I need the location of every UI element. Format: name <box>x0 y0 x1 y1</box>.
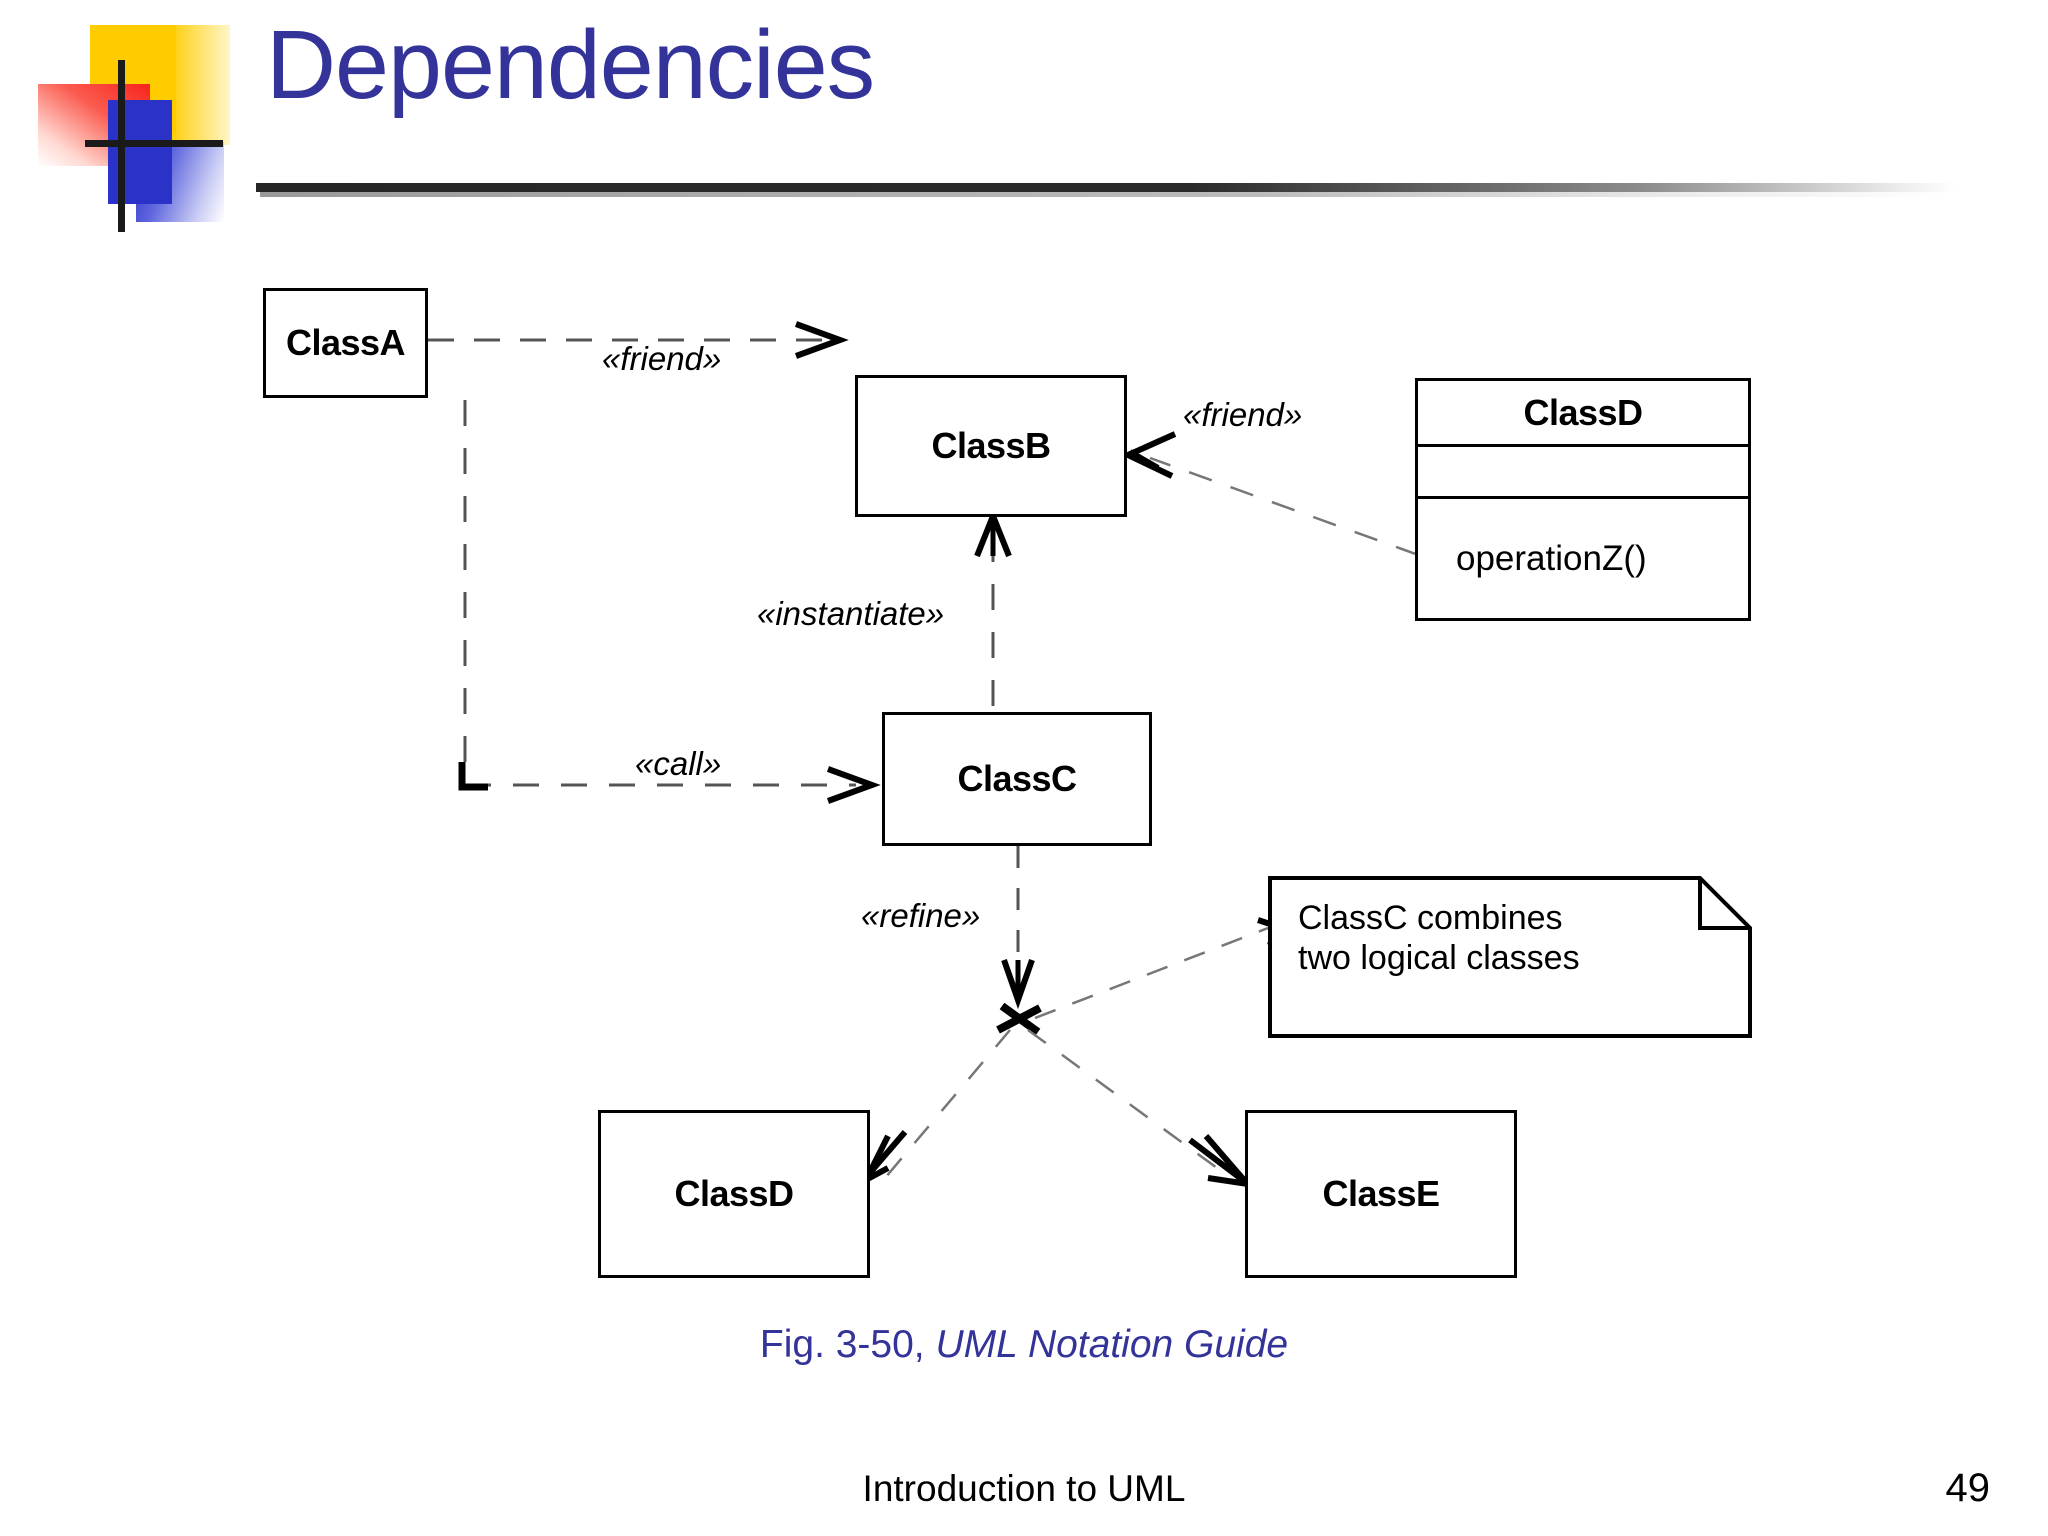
page-number: 49 <box>1945 1466 1991 1510</box>
operation-label: operationZ() <box>1456 538 1647 578</box>
class-attributes-compartment <box>1418 447 1748 499</box>
figure-caption-source: UML Notation Guide <box>935 1323 1289 1366</box>
logo-horizontal-bar <box>85 140 223 147</box>
uml-note[interactable]: ClassC combines two logical classes <box>1270 878 1750 1036</box>
edge-label-refine: «refine» <box>861 897 981 934</box>
uml-class-classC[interactable]: ClassC <box>882 712 1152 846</box>
class-operations-compartment: operationZ() <box>1418 499 1748 618</box>
figure-caption-prefix: Fig. 3-50, <box>759 1323 936 1366</box>
class-name-label: ClassB <box>931 425 1051 466</box>
edge-label-instantiate: «instantiate» <box>757 595 945 632</box>
uml-class-classD-bottom[interactable]: ClassD <box>598 1110 870 1278</box>
slide-logo <box>30 12 260 232</box>
class-name-compartment: ClassD <box>1418 381 1748 447</box>
edge-label-friend-classA-classB: «friend» <box>602 340 722 377</box>
figure-caption: Fig. 3-50, UML Notation Guide <box>0 1323 2048 1367</box>
title-divider-shadow <box>260 192 1950 197</box>
class-name-label: ClassC <box>957 758 1077 799</box>
dependency-junction-to-classE <box>1027 1028 1250 1187</box>
uml-class-classE[interactable]: ClassE <box>1245 1110 1517 1278</box>
edge-label-call: «call» <box>635 745 722 782</box>
uml-class-classA[interactable]: ClassA <box>263 288 428 398</box>
dependency-classC-to-classB <box>974 507 1012 706</box>
page-title: Dependencies <box>266 10 875 119</box>
uml-class-classB[interactable]: ClassB <box>855 375 1127 517</box>
class-name-label: ClassE <box>1322 1173 1440 1214</box>
note-anchor-line <box>1034 917 1280 1020</box>
dependency-classA-to-classB <box>428 321 849 359</box>
edge-label-friend-classD-classB: «friend» <box>1183 396 1303 433</box>
slide-footer: Introduction to UML <box>862 1468 1186 1509</box>
note-text: ClassC combines two logical classes <box>1298 899 1580 978</box>
class-name-label: ClassD <box>1523 391 1643 433</box>
refine-junction-point <box>996 1002 1042 1036</box>
dependency-classC-to-junction <box>1001 846 1035 1010</box>
title-divider-rule <box>256 183 1956 192</box>
uml-class-classD-detailed[interactable]: ClassD operationZ() <box>1415 378 1751 621</box>
class-name-label: ClassA <box>285 322 406 363</box>
class-name-label: ClassD <box>674 1173 794 1214</box>
dependency-junction-to-classD <box>859 1029 1011 1185</box>
dependency-classA-to-classC <box>458 400 881 804</box>
note-box-outline <box>1268 876 1752 1038</box>
